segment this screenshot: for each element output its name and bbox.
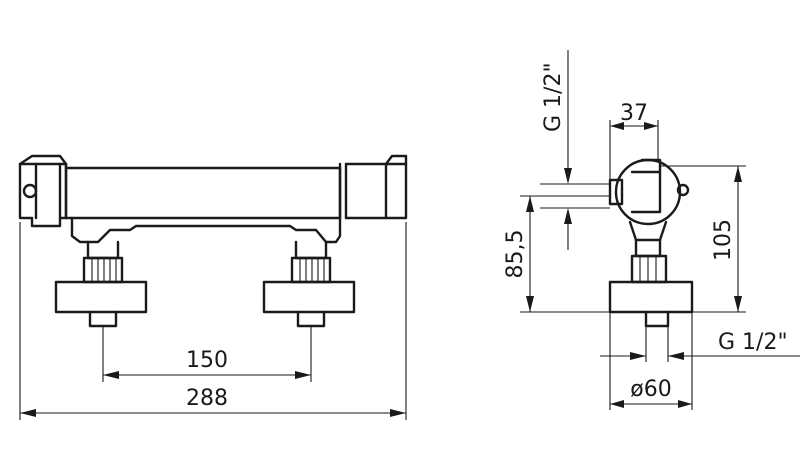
- side-view: G 1/2" 37 85,5 105: [503, 50, 800, 410]
- left-inlet-connector: [54, 240, 148, 328]
- dim-105-label: 105: [711, 219, 736, 261]
- dimension-thread-top: G 1/2": [540, 50, 610, 250]
- dimension-thread-bottom: G 1/2": [600, 326, 800, 362]
- dim-288-label: 288: [186, 386, 228, 411]
- dimension-total-width: 288: [19, 222, 407, 420]
- dim-thread-bottom-label: G 1/2": [718, 330, 788, 355]
- dimension-height-total: 105: [660, 165, 746, 313]
- dimension-height-axis: 85,5: [503, 195, 610, 313]
- dimension-inlet-spacing: 150: [102, 326, 312, 382]
- outlet-nut: [676, 183, 690, 197]
- mixer-body: [18, 154, 408, 244]
- dim-85-5-label: 85,5: [503, 230, 528, 279]
- side-body: [608, 158, 690, 242]
- left-knob-hole: [22, 183, 38, 199]
- dim-37-label: 37: [620, 101, 648, 126]
- dim-thread-top-label: G 1/2": [541, 62, 566, 132]
- right-inlet-connector: [262, 240, 356, 328]
- dim-diameter-label: ø60: [630, 377, 671, 402]
- dimension-body-depth: 37: [609, 101, 659, 180]
- dim-150-label: 150: [186, 348, 228, 373]
- front-view: 150 288: [18, 154, 408, 420]
- dimension-diameter: ø60: [609, 312, 693, 410]
- side-connector: [608, 238, 694, 328]
